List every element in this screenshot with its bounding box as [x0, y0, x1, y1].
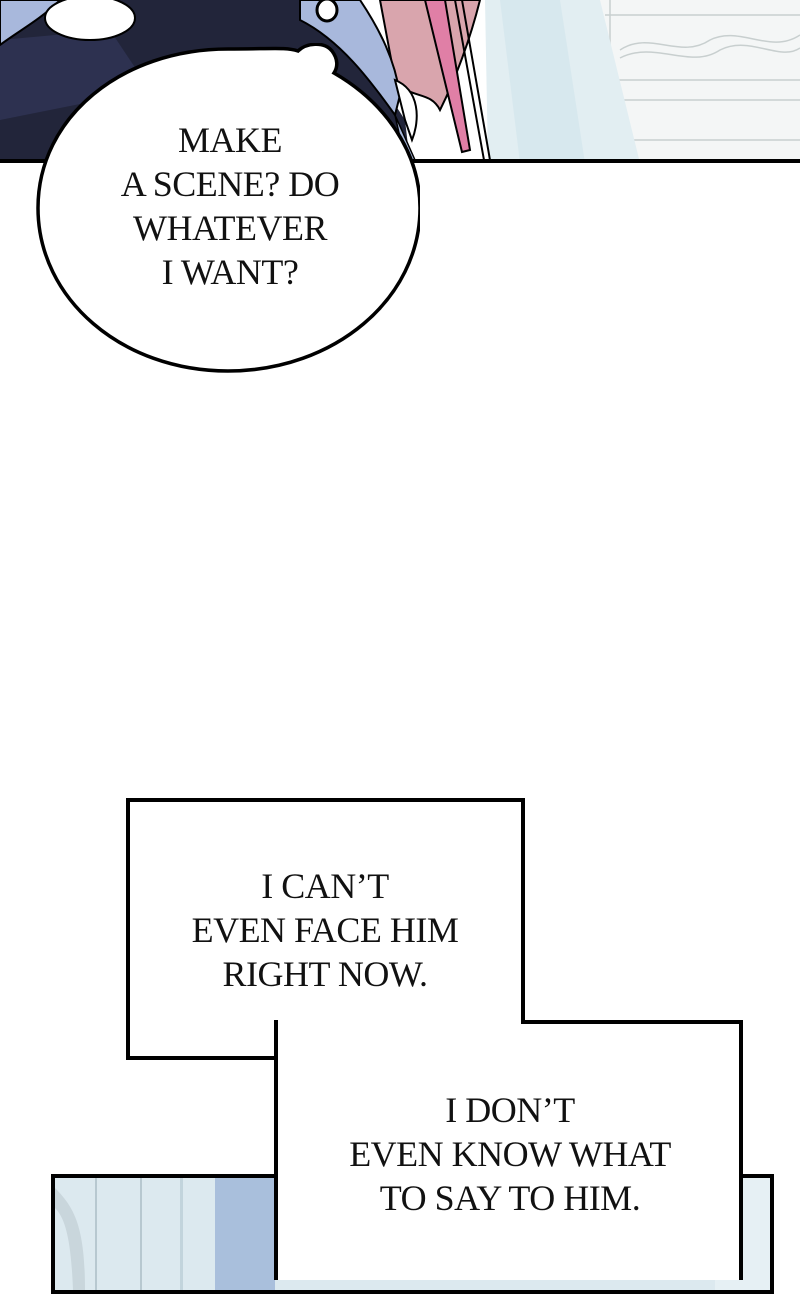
caption-line: EVEN KNOW WHAT: [349, 1134, 671, 1174]
speech-bubble-text: MAKE A SCENE? DO WHATEVER I WANT?: [60, 118, 400, 294]
top-panel: [0, 0, 800, 163]
caption-box-2: I DON’T EVEN KNOW WHAT TO SAY TO HIM.: [290, 1088, 730, 1220]
caption-box-1: I CAN’T EVEN FACE HIM RIGHT NOW.: [130, 864, 520, 996]
speech-line: I WANT?: [161, 252, 299, 292]
speech-line: MAKE: [178, 120, 283, 160]
caption-line: EVEN FACE HIM: [191, 910, 459, 950]
speech-bubble: [36, 42, 422, 373]
caption-line: I DON’T: [445, 1090, 575, 1130]
speech-line: A SCENE? DO: [120, 164, 340, 204]
caption-line: I CAN’T: [261, 866, 389, 906]
caption-line: RIGHT NOW.: [222, 954, 428, 994]
speech-line: WHATEVER: [133, 208, 327, 248]
caption-line: TO SAY TO HIM.: [379, 1178, 641, 1218]
